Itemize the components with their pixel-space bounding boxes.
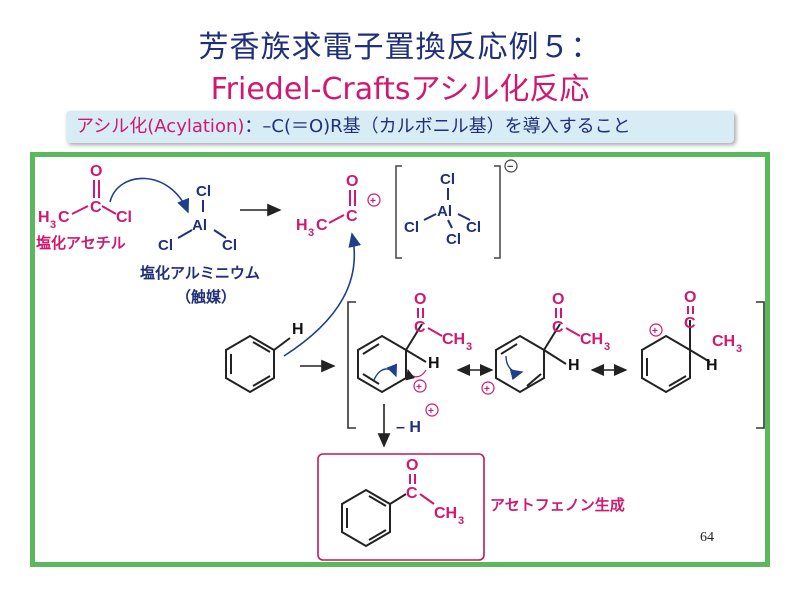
atom-CH: CH	[434, 505, 457, 522]
product-box	[317, 453, 485, 561]
sigma-complex-3: O C CH 3 + H	[641, 289, 742, 394]
subscript-3: 3	[458, 515, 464, 527]
plus-charge-icon	[367, 193, 381, 207]
label-product: アセトフェノン生成	[490, 496, 625, 514]
atom-O: O	[552, 291, 564, 308]
subscript-3: 3	[50, 219, 56, 231]
atom-H: H	[38, 209, 50, 226]
minus-sign: −	[507, 161, 513, 173]
atom-CH: CH	[580, 331, 603, 348]
subscript-3: 3	[466, 341, 472, 353]
banner-description: ：–C(＝O)R基（カルボニル基）を導入すること	[244, 116, 631, 137]
atom-H: H	[428, 355, 440, 372]
atom-Al: Al	[192, 217, 207, 234]
tetrachloroaluminate: − Cl Al Cl Cl Cl	[395, 159, 518, 259]
banner-term: アシル化(Acylation)	[76, 116, 245, 137]
label-aluminum-chloride: 塩化アルミニウム	[140, 264, 260, 282]
atom-O: O	[684, 289, 696, 306]
bond	[177, 229, 193, 239]
atom-C: C	[346, 208, 358, 225]
atom-Al: Al	[437, 203, 452, 220]
atom-Cl: Cl	[446, 231, 461, 248]
bond	[213, 229, 227, 239]
plus-sign: +	[652, 326, 658, 337]
atom-Cl: Cl	[466, 219, 481, 236]
bracket-left	[395, 165, 402, 259]
plus-sign: +	[416, 382, 422, 393]
acetyl-chloride: O C H 3 C Cl	[38, 163, 132, 231]
bond	[328, 214, 345, 224]
subscript-3: 3	[604, 341, 610, 353]
bond	[101, 205, 117, 215]
title-line-1: 芳香族求電子置換反応例５：	[198, 30, 602, 65]
plus-sign: +	[370, 196, 376, 207]
atom-CH: CH	[442, 331, 465, 348]
title-line-2: Friedel-Craftsアシル化反応	[210, 72, 590, 107]
atom-H: H	[292, 321, 304, 338]
plus-charge-icon	[481, 381, 495, 395]
atom-C: C	[414, 319, 426, 336]
bracket-right	[494, 165, 501, 259]
definition-banner: アシル化(Acylation)：–C(＝O)R基（カルボニル基）を導入すること	[66, 111, 734, 143]
acylium-ion: O C H 3 C +	[296, 173, 381, 239]
curved-arrow-cl-to-al	[109, 177, 190, 214]
label-acetyl-chloride: 塩化アセチル	[36, 234, 126, 252]
label-catalyst: （触媒）	[176, 288, 236, 306]
subscript-3: 3	[308, 227, 314, 239]
atom-C: C	[90, 199, 102, 216]
curved-arrow-h	[405, 368, 427, 381]
atom-Cl: Cl	[196, 183, 211, 200]
atom-Cl: Cl	[222, 237, 237, 254]
reaction-frame	[30, 152, 770, 567]
resonance-bracket-right	[756, 301, 765, 429]
aluminum-chloride: Cl Al Cl Cl	[158, 183, 237, 254]
atom-C: C	[58, 209, 70, 226]
plus-charge-icon	[649, 323, 663, 337]
curved-arrow-electron	[373, 363, 398, 381]
plus-charge-icon	[413, 379, 427, 393]
sigma-complex-2: O C CH 3 + H	[481, 291, 610, 395]
bond	[71, 205, 89, 215]
atom-H: H	[568, 357, 580, 374]
curved-arrow-electron	[505, 355, 524, 381]
atom-C: C	[552, 319, 564, 336]
atom-O: O	[90, 163, 102, 180]
plus-sign: +	[428, 406, 434, 417]
atom-O: O	[414, 291, 426, 308]
atom-Cl: Cl	[158, 237, 173, 254]
benzene	[225, 334, 291, 394]
atom-CH: CH	[712, 333, 735, 350]
plus-charge-icon	[425, 403, 439, 417]
subscript-3: 3	[736, 343, 742, 355]
atom-O: O	[346, 173, 358, 190]
acetophenone: O C CH 3	[341, 457, 464, 548]
atom-H: H	[296, 217, 308, 234]
atom-Cl: Cl	[440, 171, 455, 188]
minus-charge-icon	[504, 159, 518, 173]
atom-H: H	[706, 357, 718, 374]
bond	[457, 213, 471, 221]
bond	[447, 219, 453, 229]
sigma-complex-1: O C CH 3 + H	[357, 291, 472, 394]
atom-O: O	[406, 457, 418, 474]
atom-C: C	[316, 217, 328, 234]
atom-Cl: Cl	[116, 209, 132, 226]
plus-sign: +	[484, 384, 490, 395]
curved-arrow-benzene-to-acylium	[283, 232, 361, 357]
atom-Cl: Cl	[404, 219, 419, 236]
bond	[423, 213, 437, 221]
page-number: 64	[700, 530, 714, 545]
atom-C: C	[684, 315, 696, 332]
label-minus-h: – H	[396, 419, 421, 436]
resonance-bracket-left	[347, 301, 356, 429]
atom-C: C	[406, 485, 418, 502]
